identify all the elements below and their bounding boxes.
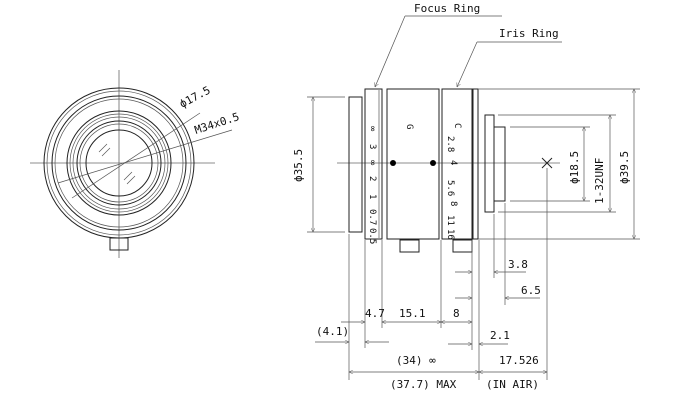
dim-15-1: 15.1 (399, 307, 426, 320)
focal-point-mark (541, 157, 553, 169)
front-element (348, 96, 363, 233)
c-mount-thread (493, 126, 506, 202)
svg-text:16: 16 (445, 229, 455, 240)
mount-flange (484, 114, 495, 213)
svg-text:0.5: 0.5 (367, 228, 377, 244)
front-diameter: ϕ35.5 (292, 149, 305, 182)
diameter-dimensions: ϕ35.5 ϕ39.5 1-32UNF ϕ18.5 (292, 89, 640, 239)
lens-glass (85, 129, 153, 197)
svg-text:2.8: 2.8 (445, 136, 455, 152)
focus-ring (364, 88, 383, 240)
svg-text:11: 11 (445, 215, 455, 226)
iris-ring-label: Iris Ring (499, 27, 559, 40)
dim-3-8: 3.8 (508, 258, 528, 271)
dim-flange-back: 17.526 (499, 354, 539, 367)
svg-text:0.7: 0.7 (367, 209, 377, 225)
lens-body (386, 88, 440, 240)
svg-text:8: 8 (448, 201, 458, 206)
focus-ring-label: Focus Ring (414, 2, 480, 15)
mount-diameter: ϕ18.5 (568, 151, 581, 184)
svg-text:2: 2 (367, 176, 377, 181)
front-thread: M34x0.5 (193, 110, 241, 137)
set-screw (109, 237, 129, 251)
front-view: ϕ17.5 M34x0.5 (30, 70, 241, 258)
mount-thread: 1-32UNF (593, 158, 606, 204)
svg-text:G: G (404, 124, 414, 129)
svg-text:4: 4 (448, 160, 458, 165)
focus-scale: ∞ 3 ∞ 2 1 0.7 0.5 (367, 126, 377, 244)
dim-4-1: (4.1) (316, 325, 349, 338)
iris-ring (441, 88, 473, 240)
iris-scale: C 2.8 4 5.6 8 11 16 (445, 123, 462, 240)
callouts: Focus Ring Iris Ring (375, 2, 562, 87)
svg-text:3: 3 (367, 144, 377, 149)
body-diameter: ϕ39.5 (618, 151, 631, 184)
dim-8: 8 (453, 307, 460, 320)
dim-4-7: 4.7 (365, 307, 385, 320)
svg-text:1: 1 (367, 194, 377, 199)
svg-text:∞: ∞ (367, 160, 377, 166)
dim-6-5: 6.5 (521, 284, 541, 297)
front-inner-diameter: ϕ17.5 (177, 84, 212, 111)
dim-2-1: 2.1 (490, 329, 510, 342)
side-view: ∞ 3 ∞ 2 1 0.7 0.5 G C 2.8 4 5.6 8 11 16 (337, 88, 560, 253)
length-dimensions: 3.8 6.5 4.7 15.1 8 (4.1) 2.1 (34) ∞ 17.5… (315, 168, 547, 391)
dim-34-infinity: (34) ∞ (396, 354, 436, 367)
in-air-note: (IN AIR) (486, 378, 539, 391)
svg-text:∞: ∞ (367, 126, 377, 132)
svg-text:5.6: 5.6 (445, 180, 455, 196)
svg-text:C: C (452, 123, 462, 128)
dim-max-length: (37.7) MAX (390, 378, 457, 391)
